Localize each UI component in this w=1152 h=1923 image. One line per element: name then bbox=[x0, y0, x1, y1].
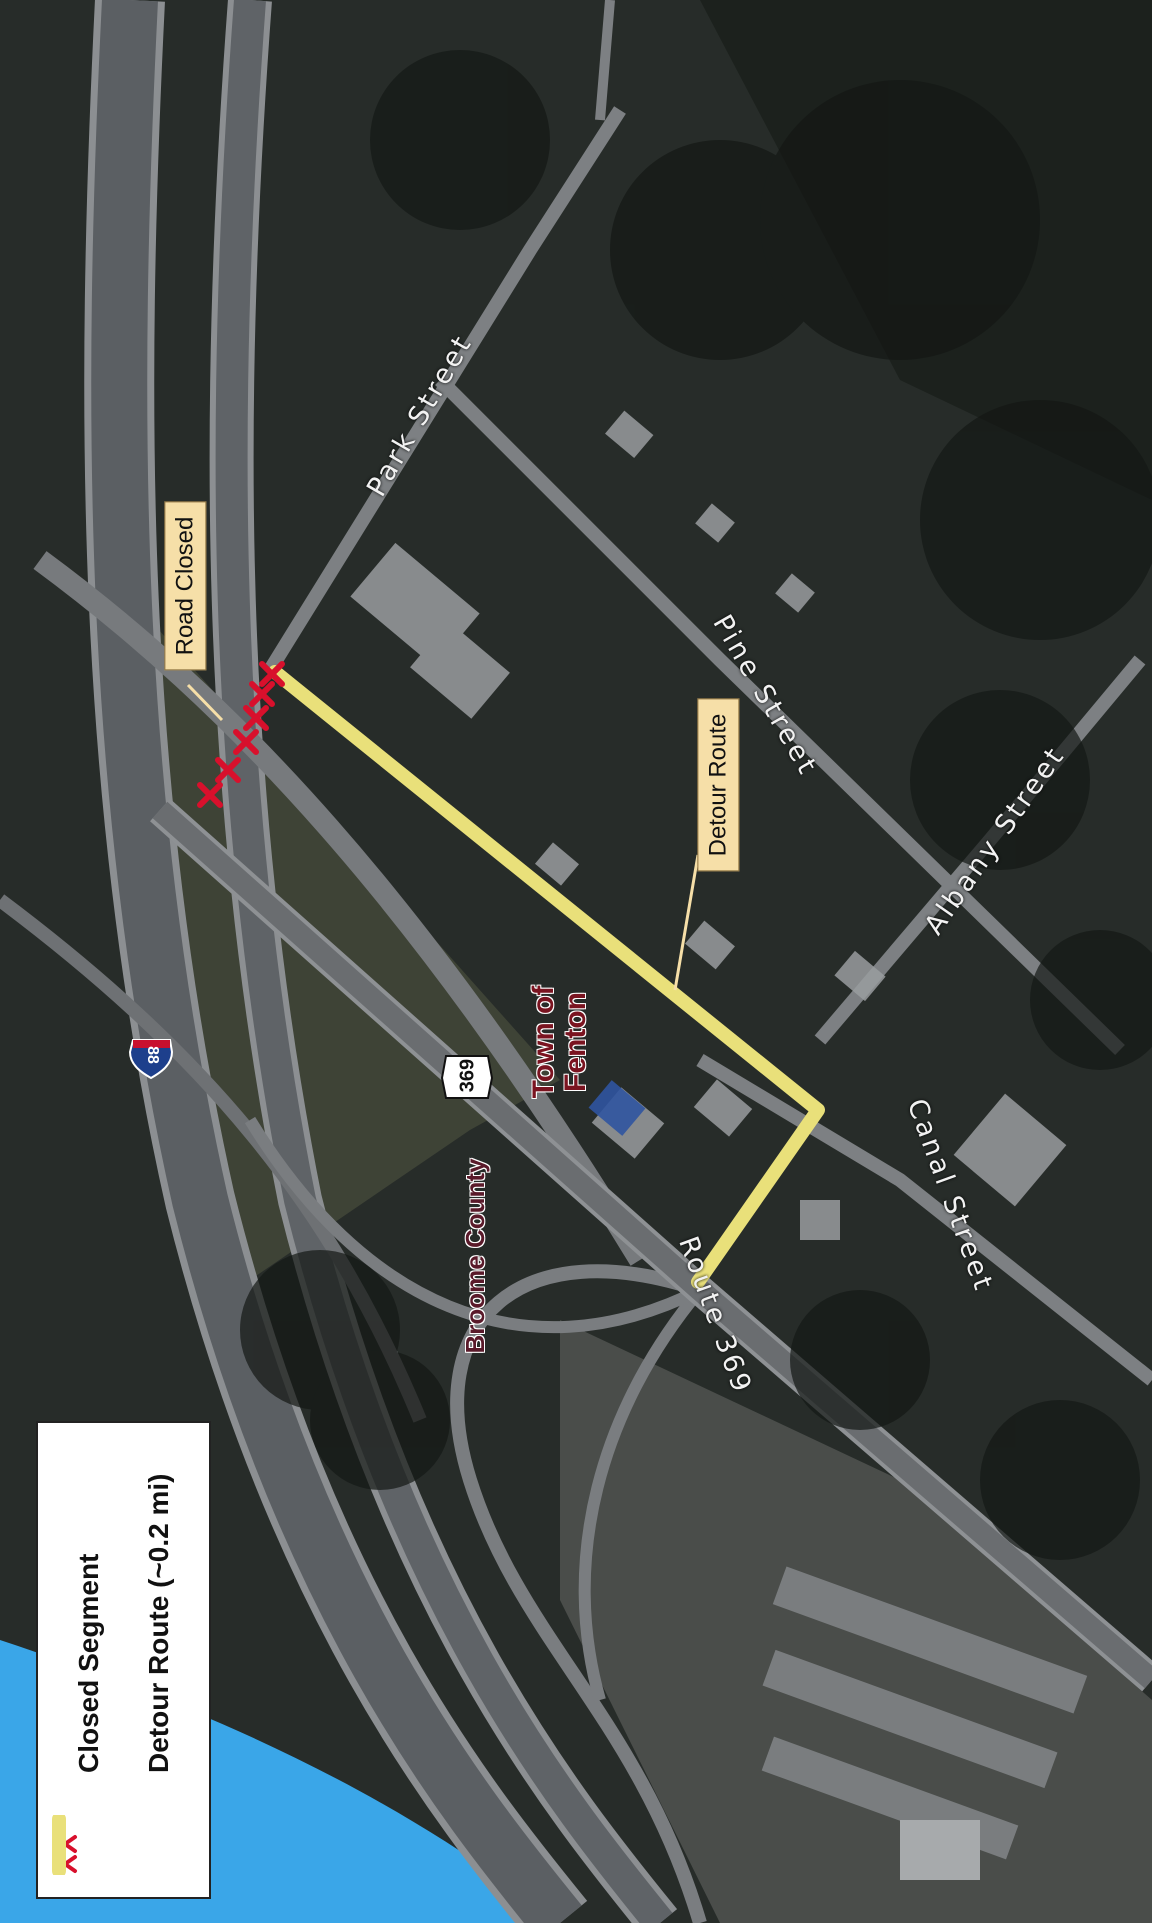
legend-item-detour: Detour Route (~0.2 mi) bbox=[51, 1461, 189, 1875]
road-closed-callout: Road Closed bbox=[164, 501, 207, 671]
interstate-number: 88 bbox=[144, 1046, 161, 1064]
closed-segment-icon bbox=[52, 1795, 109, 1873]
interstate-shield-icon bbox=[128, 1039, 174, 1080]
legend-item-closed: Closed Segment bbox=[52, 1461, 119, 1873]
legend-label-detour: Detour Route (~0.2 mi) bbox=[142, 1473, 174, 1773]
state-route-shield-icon bbox=[440, 1055, 494, 1099]
place-label-county: Broome County bbox=[460, 1158, 490, 1354]
detour-route-icon bbox=[51, 1795, 179, 1875]
place-label-town: Town of Fenton bbox=[527, 985, 592, 1099]
detour-route-line bbox=[268, 665, 825, 1289]
map-legend: Closed Segment Detour Route (~0.2 mi) bbox=[36, 1421, 211, 1899]
detour-route-callout: Detour Route bbox=[697, 698, 740, 872]
legend-label-closed: Closed Segment bbox=[72, 1553, 104, 1773]
closed-segment-marks bbox=[197, 661, 285, 808]
state-route-number: 369 bbox=[456, 1058, 479, 1093]
